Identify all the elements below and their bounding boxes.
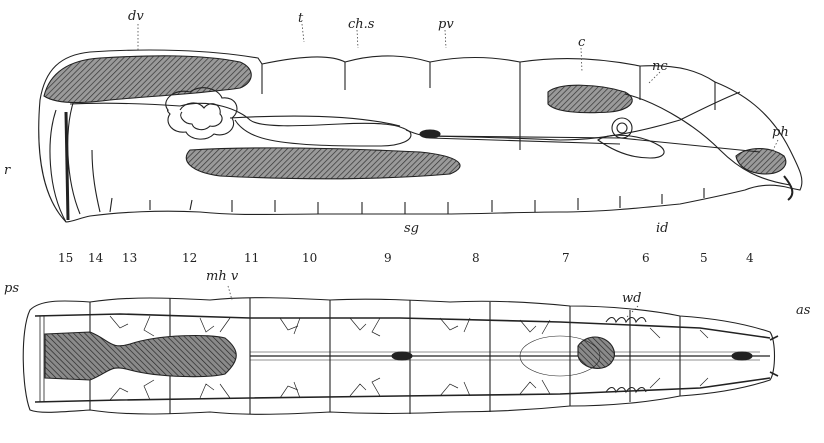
malpighian-inner: [180, 103, 222, 130]
segment-number: 15: [58, 251, 73, 265]
label-wd: wd: [622, 291, 641, 306]
segment-number: 8: [472, 251, 480, 265]
gut-tube: [230, 116, 760, 152]
label-mhv: mh v: [206, 269, 239, 284]
dorsal-view: [23, 298, 778, 415]
label-r: r: [4, 163, 11, 178]
label-t: t: [298, 11, 304, 26]
labels-bottom: ps mh v wd as: [4, 269, 811, 318]
segment-number: 4: [746, 251, 754, 265]
imaginal-disc-upper: [606, 318, 646, 323]
label-ph: ph: [772, 125, 789, 140]
label-ps: ps: [4, 281, 19, 296]
proventriculus: [420, 130, 440, 138]
pharynx: [736, 149, 786, 175]
alimentary-canal: [70, 103, 411, 146]
segment-number: 7: [562, 251, 570, 265]
segment-number: 13: [122, 251, 137, 265]
posterior-spine: [66, 112, 68, 220]
tracheal-trunk-lower: [35, 378, 770, 402]
label-sg: sg: [404, 221, 419, 236]
segment-number: 10: [302, 251, 317, 265]
ventral-ganglion: [578, 337, 614, 368]
label-as: as: [796, 303, 811, 318]
label-pv: pv: [438, 17, 454, 32]
lateral-view: [39, 50, 802, 222]
label-c: c: [578, 35, 586, 50]
label-id: id: [656, 221, 668, 236]
tracheal-trunk-upper: [35, 314, 770, 338]
malpighian-coil: [166, 88, 237, 139]
segment-number: 14: [88, 251, 104, 265]
segment-number: 5: [700, 251, 708, 265]
segment-number: 11: [244, 251, 259, 265]
leader-lines-bottom: [228, 286, 638, 318]
salivary-gland: [186, 148, 460, 179]
segment-number: 9: [384, 251, 392, 265]
posterior-folds: [50, 100, 100, 222]
cerebral-ganglion: [548, 85, 632, 112]
segment-numbers: 15 14 13 12 11 10 9 8 7 6 5 4: [58, 251, 754, 265]
label-dv: dv: [128, 9, 144, 24]
label-chs: ch.s: [348, 17, 375, 32]
label-nc: nc: [652, 59, 668, 74]
segment-number: 12: [182, 251, 197, 265]
segment-number: 6: [642, 251, 650, 265]
heart-dorsal: [45, 332, 236, 380]
